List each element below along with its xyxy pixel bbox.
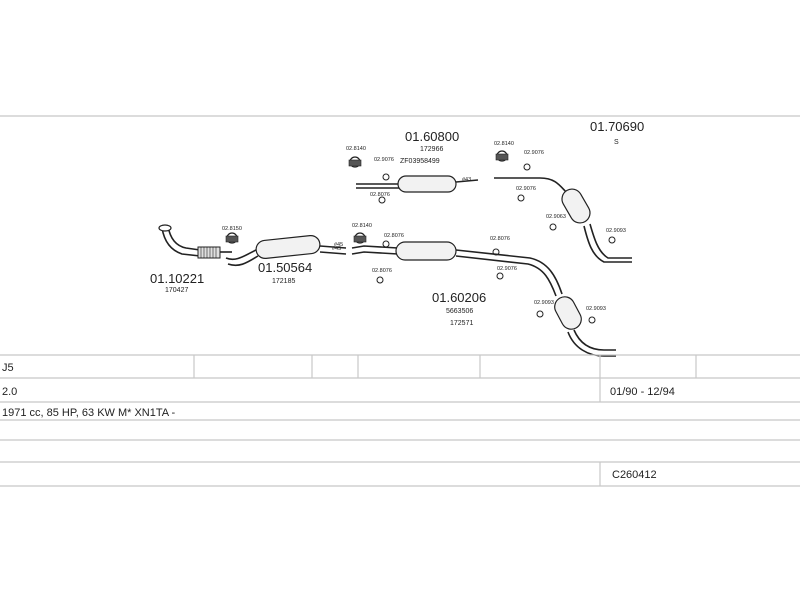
- code-clamp-front: 02.8150: [222, 226, 242, 232]
- code-clamp-lower-7: 02.9093: [586, 306, 606, 312]
- code-clamp-tail-2: 02.9076: [524, 150, 544, 156]
- hanger-clamp-lower-6: [536, 310, 544, 318]
- code-clamp-lower-2: 02.8076: [384, 233, 404, 239]
- hanger-clamp-tail-4: [549, 223, 557, 231]
- code-clamp-upper-1: 02.8140: [346, 146, 366, 152]
- part-number-lower-rear-muffler: 01.60206: [432, 290, 486, 305]
- code-clamp-tail-5: 02.9093: [606, 228, 626, 234]
- model-cell: J5: [2, 362, 14, 374]
- part-number-upper-rear-muffler: 01.60800: [405, 129, 459, 144]
- hanger-clamp-lower-5: [496, 272, 504, 280]
- hanger-clamp-lower-2: [382, 240, 390, 248]
- period-cell: 01/90 - 12/94: [610, 386, 675, 398]
- part-upper-tail-section[interactable]: [494, 177, 632, 263]
- part-lower-rear-muffler[interactable]: [351, 241, 616, 357]
- part-ref-lower-rear-muffler: 5663506: [446, 308, 473, 315]
- code-clamp-lower-1: 02.8140: [352, 223, 372, 229]
- part-ref-front-pipe: 170427: [165, 287, 188, 294]
- details-cell: 1971 cc, 85 HP, 63 KW M* XN1TA -: [2, 407, 176, 419]
- part-ref-upper-tail: S: [614, 139, 619, 146]
- hanger-clamp-lower-1: [353, 232, 367, 244]
- hanger-clamp-front: [225, 232, 239, 244]
- code-clamp-lower-5: 02.9076: [497, 266, 517, 272]
- tag-45-b: #45: [334, 242, 343, 248]
- part-ref-upper-rear-muffler: 172966: [420, 146, 443, 153]
- code-clamp-lower-3: 02.8076: [372, 268, 392, 274]
- code-clamp-lower-6: 02.9093: [534, 300, 554, 306]
- part-front-pipe[interactable]: [158, 224, 232, 259]
- code-clamp-tail-3: 02.9076: [516, 186, 536, 192]
- tag-43: #43: [462, 177, 471, 183]
- hanger-clamp-upper-1: [348, 156, 362, 168]
- part-number-upper-tail: 01.70690: [590, 119, 644, 134]
- part-center-muffler[interactable]: [225, 234, 347, 267]
- part-number-front-pipe: 01.10221: [150, 271, 204, 286]
- hanger-clamp-upper-2: [382, 173, 390, 181]
- info-table: [0, 354, 800, 487]
- hanger-clamp-tail-1: [495, 150, 509, 162]
- engine-cell: 2.0: [2, 386, 17, 398]
- hanger-clamp-tail-2: [523, 163, 531, 171]
- hanger-clamp-tail-3: [517, 194, 525, 202]
- part-number-center-muffler: 01.50564: [258, 260, 312, 275]
- code-clamp-upper-2: 02.9076: [374, 157, 394, 163]
- hanger-clamp-lower-7: [588, 316, 596, 324]
- code-clamp-upper-3: 02.8076: [370, 192, 390, 198]
- hanger-clamp-upper-3: [378, 196, 386, 204]
- code-clamp-tail-4: 02.9063: [546, 214, 566, 220]
- part-ref-center-muffler: 172185: [272, 278, 295, 285]
- hanger-clamp-lower-3: [376, 276, 384, 284]
- part-ref2-lower-rear-muffler: 172571: [450, 320, 473, 327]
- part-ref2-upper-rear-muffler: ZF03958499: [400, 158, 440, 165]
- hanger-clamp-tail-5: [608, 236, 616, 244]
- code-cell: C260412: [612, 469, 657, 481]
- code-clamp-lower-4: 02.8076: [490, 236, 510, 242]
- part-upper-rear-muffler[interactable]: [356, 175, 479, 193]
- code-clamp-tail-1: 02.8140: [494, 141, 514, 147]
- tag-45-a: #45: [332, 246, 341, 252]
- hanger-clamp-lower-4: [492, 248, 500, 256]
